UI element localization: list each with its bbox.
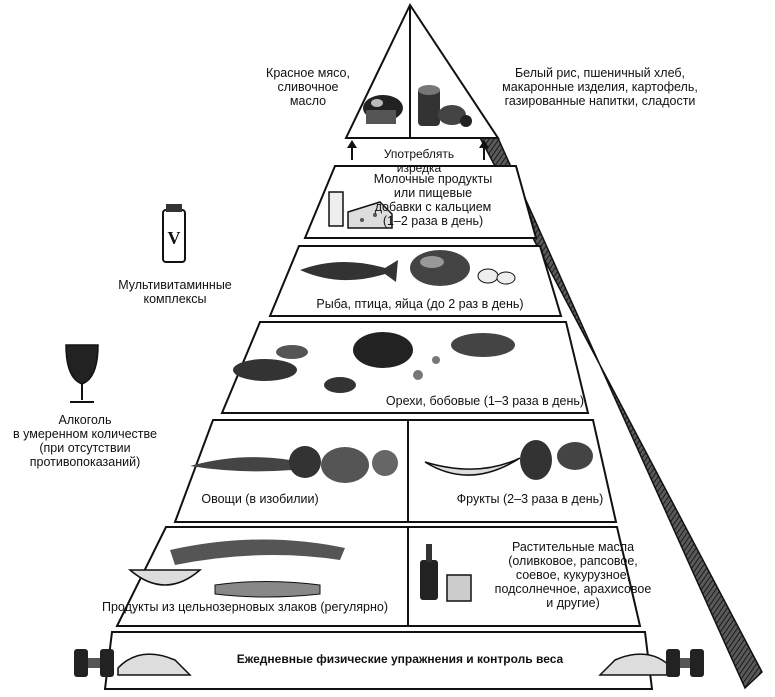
vitamins-label: Мультивитаминные комплексы — [118, 278, 232, 306]
tier-fish-poultry-eggs — [268, 245, 563, 317]
rarely-arrows — [347, 140, 489, 160]
base-label: Ежедневные физические упражнения и контр… — [236, 652, 564, 666]
vegetables-label: Овощи (в изобилии) — [201, 492, 319, 506]
tier-dairy — [303, 165, 538, 239]
tier-base-exercise — [74, 631, 704, 690]
nuts-label: Орехи, бобовые (1–3 раза в день) — [385, 394, 585, 408]
fish-label: Рыба, птица, яйца (до 2 раз в день) — [316, 297, 524, 311]
dumbbell-icon — [690, 649, 704, 677]
alcohol-label: Алкоголь в умеренном количестве (при отс… — [13, 413, 157, 469]
red-meat-label: Красное мясо, сливочное масло — [266, 66, 350, 108]
tier-nuts-legumes — [220, 321, 590, 414]
vitamin-bottle-icon: V — [162, 204, 186, 263]
fruits-label: Фрукты (2–3 раза в день) — [456, 492, 604, 506]
oils-label: Растительные масла (оливковое, рапсовое,… — [494, 540, 652, 610]
white-foods-illustration — [418, 85, 472, 127]
dairy-label: Молочные продукты или пищевые добавки с … — [373, 172, 493, 228]
sneaker-icon — [598, 653, 673, 676]
wine-glass-icon — [65, 344, 99, 403]
rarely-label: Употреблять изредка — [383, 147, 455, 175]
dumbbell-icon — [74, 649, 88, 677]
tier-vegetables-fruits — [173, 419, 618, 523]
vitamin-letter: V — [168, 228, 181, 248]
sneaker-icon — [117, 653, 192, 676]
refined-carbs-label: Белый рис, пшеничный хлеб, макаронные из… — [502, 66, 698, 108]
red-meat-butter-illustration — [363, 95, 403, 124]
tier-grains-oils — [115, 526, 642, 627]
grains-label: Продукты из цельнозерновых злаков (регул… — [101, 600, 389, 614]
